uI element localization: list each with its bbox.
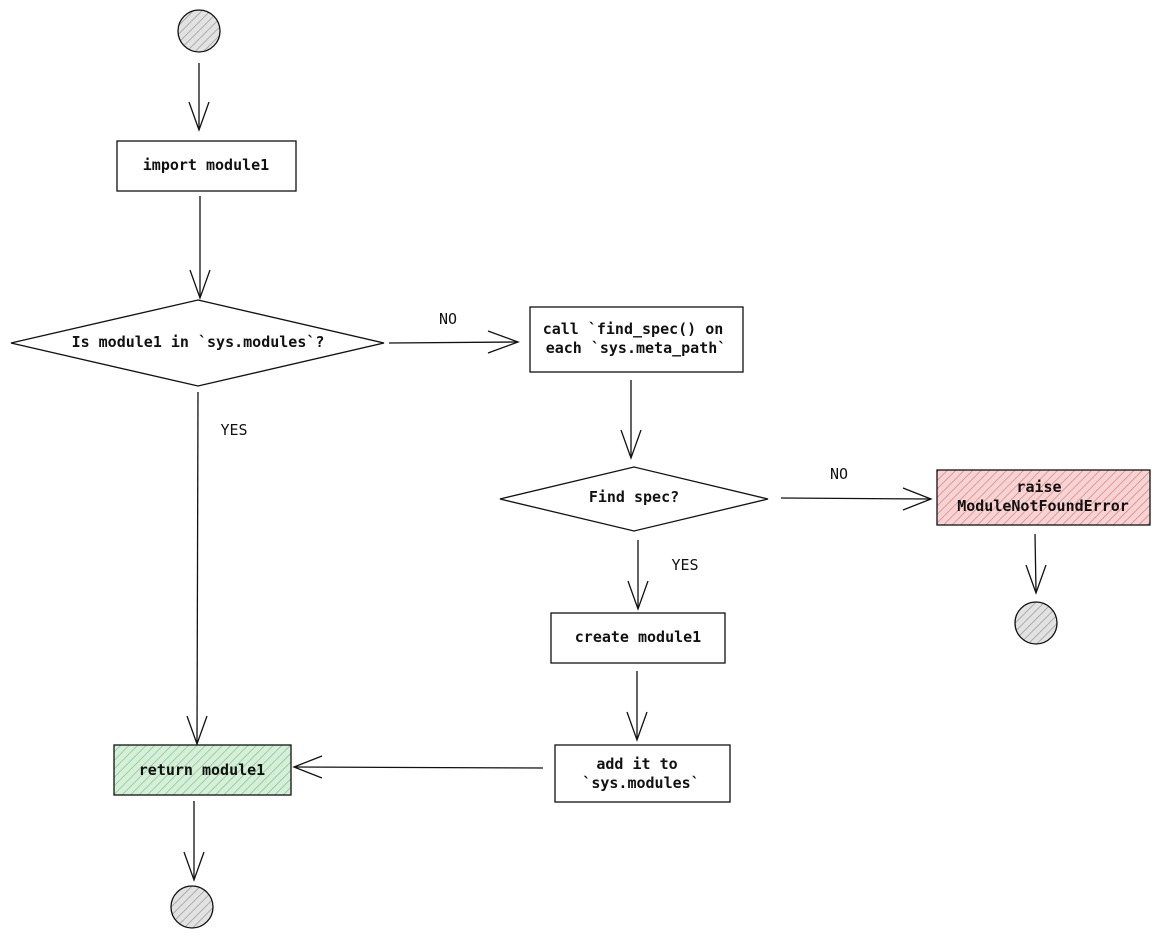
- edge-find-spec-to-raise: [780, 487, 933, 511]
- node-import: import module1: [116, 140, 297, 192]
- end-node-return: [170, 885, 214, 929]
- node-find-spec-call-line-2: each `sys.meta_path`: [546, 339, 727, 357]
- end-node-error: [1014, 601, 1058, 645]
- edge-decision-to-return: [186, 391, 208, 746]
- start-node: [177, 9, 221, 53]
- edge-import-to-decision: [189, 196, 211, 300]
- node-find-spec-decision-label: Find spec?: [589, 488, 679, 506]
- edge-label-no-2: NO: [830, 465, 848, 483]
- edges: [183, 63, 1047, 882]
- edge-decision-to-find-spec-call: [388, 330, 520, 354]
- edge-label-no-1: NO: [439, 310, 457, 328]
- node-in-sys-modules-label: Is module1 in `sys.modules`?: [72, 333, 325, 351]
- node-raise-error-line-2: ModuleNotFoundError: [957, 497, 1129, 515]
- edge-raise-to-end: [1025, 533, 1047, 595]
- edge-find-spec-call-to-decision: [620, 380, 642, 460]
- edge-label-yes-2: YES: [671, 556, 698, 574]
- node-in-sys-modules-decision: Is module1 in `sys.modules`?: [10, 299, 385, 387]
- node-raise-error: raise ModuleNotFoundError: [936, 469, 1151, 526]
- node-add-to-modules-line-1: add it to: [596, 755, 677, 773]
- edge-label-yes-1: YES: [220, 421, 247, 439]
- node-add-to-modules-line-2: `sys.modules`: [582, 774, 699, 792]
- edge-return-to-end: [183, 801, 205, 882]
- node-raise-error-line-1: raise: [1016, 478, 1061, 496]
- edge-start-to-import: [188, 63, 210, 132]
- node-create-module-label: create module1: [575, 628, 701, 646]
- node-find-spec-call-line-1: call `find_spec() on: [543, 320, 724, 338]
- node-find-spec-call: call `find_spec() on each `sys.meta_path…: [529, 306, 744, 373]
- edge-create-to-add: [626, 671, 648, 742]
- node-import-label: import module1: [143, 156, 269, 174]
- node-return-module: return module1: [113, 744, 292, 796]
- node-find-spec-decision: Find spec?: [499, 466, 769, 532]
- node-create-module: create module1: [550, 612, 726, 664]
- edge-add-to-return: [292, 755, 544, 779]
- node-add-to-modules: add it to `sys.modules`: [554, 744, 731, 803]
- edge-find-spec-to-create: [627, 540, 649, 611]
- node-return-module-label: return module1: [139, 761, 265, 779]
